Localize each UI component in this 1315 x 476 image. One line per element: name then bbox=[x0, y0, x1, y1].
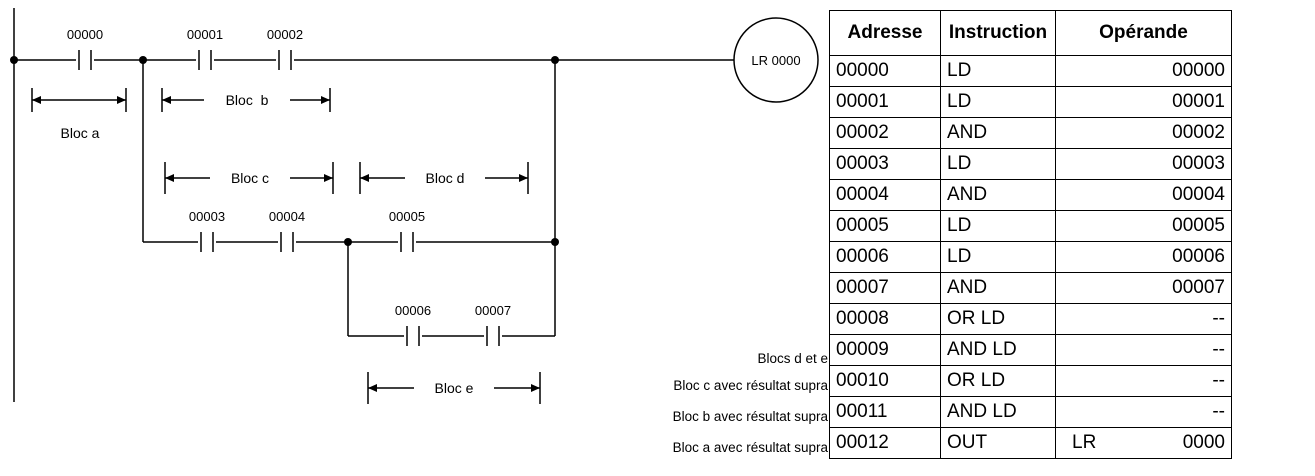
operand-cell: 00001 bbox=[1055, 86, 1232, 118]
instruction-cell: LD bbox=[940, 210, 1056, 242]
operand-cell: 00007 bbox=[1055, 272, 1232, 304]
contact-label: 00006 bbox=[395, 303, 431, 318]
contact-label: 00001 bbox=[187, 27, 223, 42]
instruction-table: Adresse Instruction Opérande 00000 LD 00… bbox=[829, 10, 1232, 459]
note: Bloc c avec résultat supra bbox=[673, 378, 828, 393]
contact-label: 00000 bbox=[67, 27, 103, 42]
junction-dot bbox=[10, 56, 18, 64]
contact-label: 00004 bbox=[269, 209, 305, 224]
operand-cell: -- bbox=[1055, 396, 1232, 428]
table-header-row: Adresse Instruction Opérande bbox=[829, 10, 1232, 56]
note: Blocs d et e bbox=[757, 351, 828, 366]
output-coil bbox=[733, 17, 819, 103]
table-row: 00005 LD 00005 bbox=[829, 210, 1232, 242]
operand-cell: 00002 bbox=[1055, 117, 1232, 149]
instruction-cell: OR LD bbox=[940, 303, 1056, 335]
header-instruction: Instruction bbox=[940, 10, 1056, 56]
bloc-e-label: Bloc e bbox=[435, 380, 474, 396]
address-cell: 00007 bbox=[829, 272, 941, 304]
operand-cell: 00000 bbox=[1055, 55, 1232, 87]
bloc-c-label: Bloc c bbox=[231, 170, 269, 186]
junction-dot bbox=[139, 56, 147, 64]
table-row: 00003 LD 00003 bbox=[829, 148, 1232, 180]
table-row: 00007 AND 00007 bbox=[829, 272, 1232, 304]
table-row: 00001 LD 00001 bbox=[829, 86, 1232, 118]
operand-cell: -- bbox=[1055, 334, 1232, 366]
table-row: 00000 LD 00000 bbox=[829, 55, 1232, 87]
table-row: 00012 OUT LR 0000 bbox=[829, 427, 1232, 459]
instruction-cell: OR LD bbox=[940, 365, 1056, 397]
contact-label: 00002 bbox=[267, 27, 303, 42]
instruction-cell: AND bbox=[940, 179, 1056, 211]
operand-cell: 00005 bbox=[1055, 210, 1232, 242]
bloc-d-label: Bloc d bbox=[426, 170, 465, 186]
table-row: 00010 OR LD -- bbox=[829, 365, 1232, 397]
table-row: 00008 OR LD -- bbox=[829, 303, 1232, 335]
junction-dot bbox=[551, 56, 559, 64]
table-row: 00004 AND 00004 bbox=[829, 179, 1232, 211]
instruction-cell: LD bbox=[940, 86, 1056, 118]
address-cell: 00005 bbox=[829, 210, 941, 242]
header-operand: Opérande bbox=[1055, 10, 1232, 56]
table-row: 00011 AND LD -- bbox=[829, 396, 1232, 428]
instruction-cell: AND bbox=[940, 117, 1056, 149]
address-cell: 00003 bbox=[829, 148, 941, 180]
bloc-b-label: Bloc b bbox=[226, 92, 269, 108]
address-cell: 00011 bbox=[829, 396, 941, 428]
operand-area: LR bbox=[1072, 432, 1097, 453]
address-cell: 00010 bbox=[829, 365, 941, 397]
address-cell: 00002 bbox=[829, 117, 941, 149]
address-cell: 00008 bbox=[829, 303, 941, 335]
junction-dot bbox=[344, 238, 352, 246]
instruction-cell: LD bbox=[940, 241, 1056, 273]
note: Bloc b avec résultat supra bbox=[672, 409, 828, 424]
contact-label: 00003 bbox=[189, 209, 225, 224]
instruction-cell: LD bbox=[940, 148, 1056, 180]
operand-cell: -- bbox=[1055, 365, 1232, 397]
address-cell: 00001 bbox=[829, 86, 941, 118]
instruction-cell: LD bbox=[940, 55, 1056, 87]
instruction-cell: AND LD bbox=[940, 334, 1056, 366]
operand-cell: -- bbox=[1055, 303, 1232, 335]
address-cell: 00009 bbox=[829, 334, 941, 366]
operand-cell: 00003 bbox=[1055, 148, 1232, 180]
instruction-cell: OUT bbox=[940, 427, 1056, 459]
operand-number: 0000 bbox=[1182, 432, 1225, 453]
table-row: 00009 AND LD -- bbox=[829, 334, 1232, 366]
address-cell: 00012 bbox=[829, 427, 941, 459]
instruction-cell: AND LD bbox=[940, 396, 1056, 428]
table-row: 00006 LD 00006 bbox=[829, 241, 1232, 273]
contact-label: 00007 bbox=[475, 303, 511, 318]
header-address: Adresse bbox=[829, 10, 941, 56]
address-cell: 00004 bbox=[829, 179, 941, 211]
coil-label: LR 0000 bbox=[751, 53, 800, 68]
note: Bloc a avec résultat supra bbox=[672, 440, 828, 455]
address-cell: 00000 bbox=[829, 55, 941, 87]
operand-cell: 00006 bbox=[1055, 241, 1232, 273]
contact-label: 00005 bbox=[389, 209, 425, 224]
operand-cell: LR 0000 bbox=[1055, 427, 1232, 459]
address-cell: 00006 bbox=[829, 241, 941, 273]
operand-cell: 00004 bbox=[1055, 179, 1232, 211]
junction-dot bbox=[551, 238, 559, 246]
table-row: 00002 AND 00002 bbox=[829, 117, 1232, 149]
instruction-cell: AND bbox=[940, 272, 1056, 304]
bloc-a-label: Bloc a bbox=[61, 125, 100, 141]
